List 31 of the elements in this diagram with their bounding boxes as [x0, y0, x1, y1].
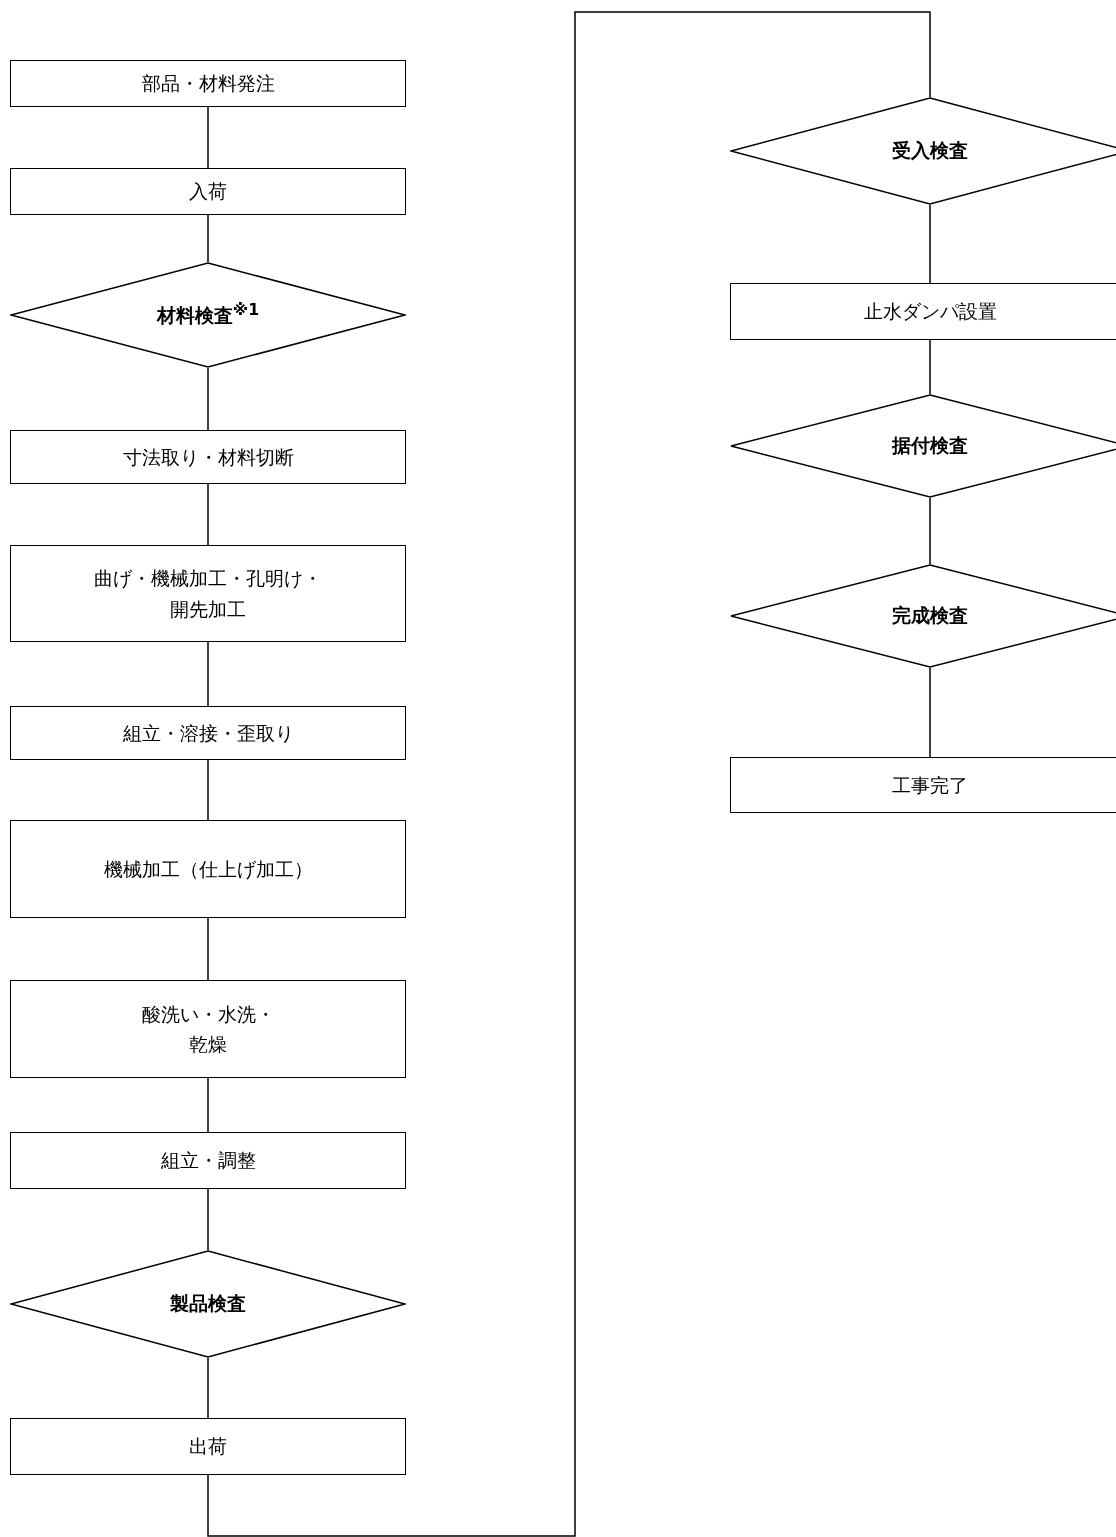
connector-line [929, 667, 931, 758]
connector-line [207, 1188, 209, 1251]
connector-line [929, 204, 931, 284]
connector-line [207, 11, 931, 1537]
connector-line [207, 214, 209, 263]
connector-line [929, 497, 931, 565]
connector-line [929, 339, 931, 395]
decision-diamond: 完成検査 [730, 564, 1116, 668]
connector-line [207, 917, 209, 981]
process-box: 機械加工（仕上げ加工） [10, 820, 406, 918]
process-box: 酸洗い・水洗・乾燥 [10, 980, 406, 1078]
connector-line [207, 106, 209, 169]
process-box: 部品・材料発注 [10, 60, 406, 107]
connector-line [207, 483, 209, 546]
process-box: 工事完了 [730, 757, 1116, 813]
process-box: 止水ダンパ設置 [730, 283, 1116, 340]
connector-line [207, 1357, 209, 1419]
decision-diamond: 受入検査 [730, 97, 1116, 205]
process-box: 寸法取り・材料切断 [10, 430, 406, 484]
connector-line [207, 367, 209, 431]
connector-line [207, 759, 209, 821]
process-box: 組立・調整 [10, 1132, 406, 1189]
decision-diamond: 材料検査$^{※1}$ [10, 262, 406, 368]
process-box: 曲げ・機械加工・孔明け・開先加工 [10, 545, 406, 642]
decision-diamond: 据付検査 [730, 394, 1116, 498]
connector-line [207, 1077, 209, 1133]
process-box: 入荷 [10, 168, 406, 215]
connector-line [207, 641, 209, 707]
process-box: 組立・溶接・歪取り [10, 706, 406, 760]
decision-diamond: 製品検査 [10, 1250, 406, 1358]
process-box: 出荷 [10, 1418, 406, 1475]
